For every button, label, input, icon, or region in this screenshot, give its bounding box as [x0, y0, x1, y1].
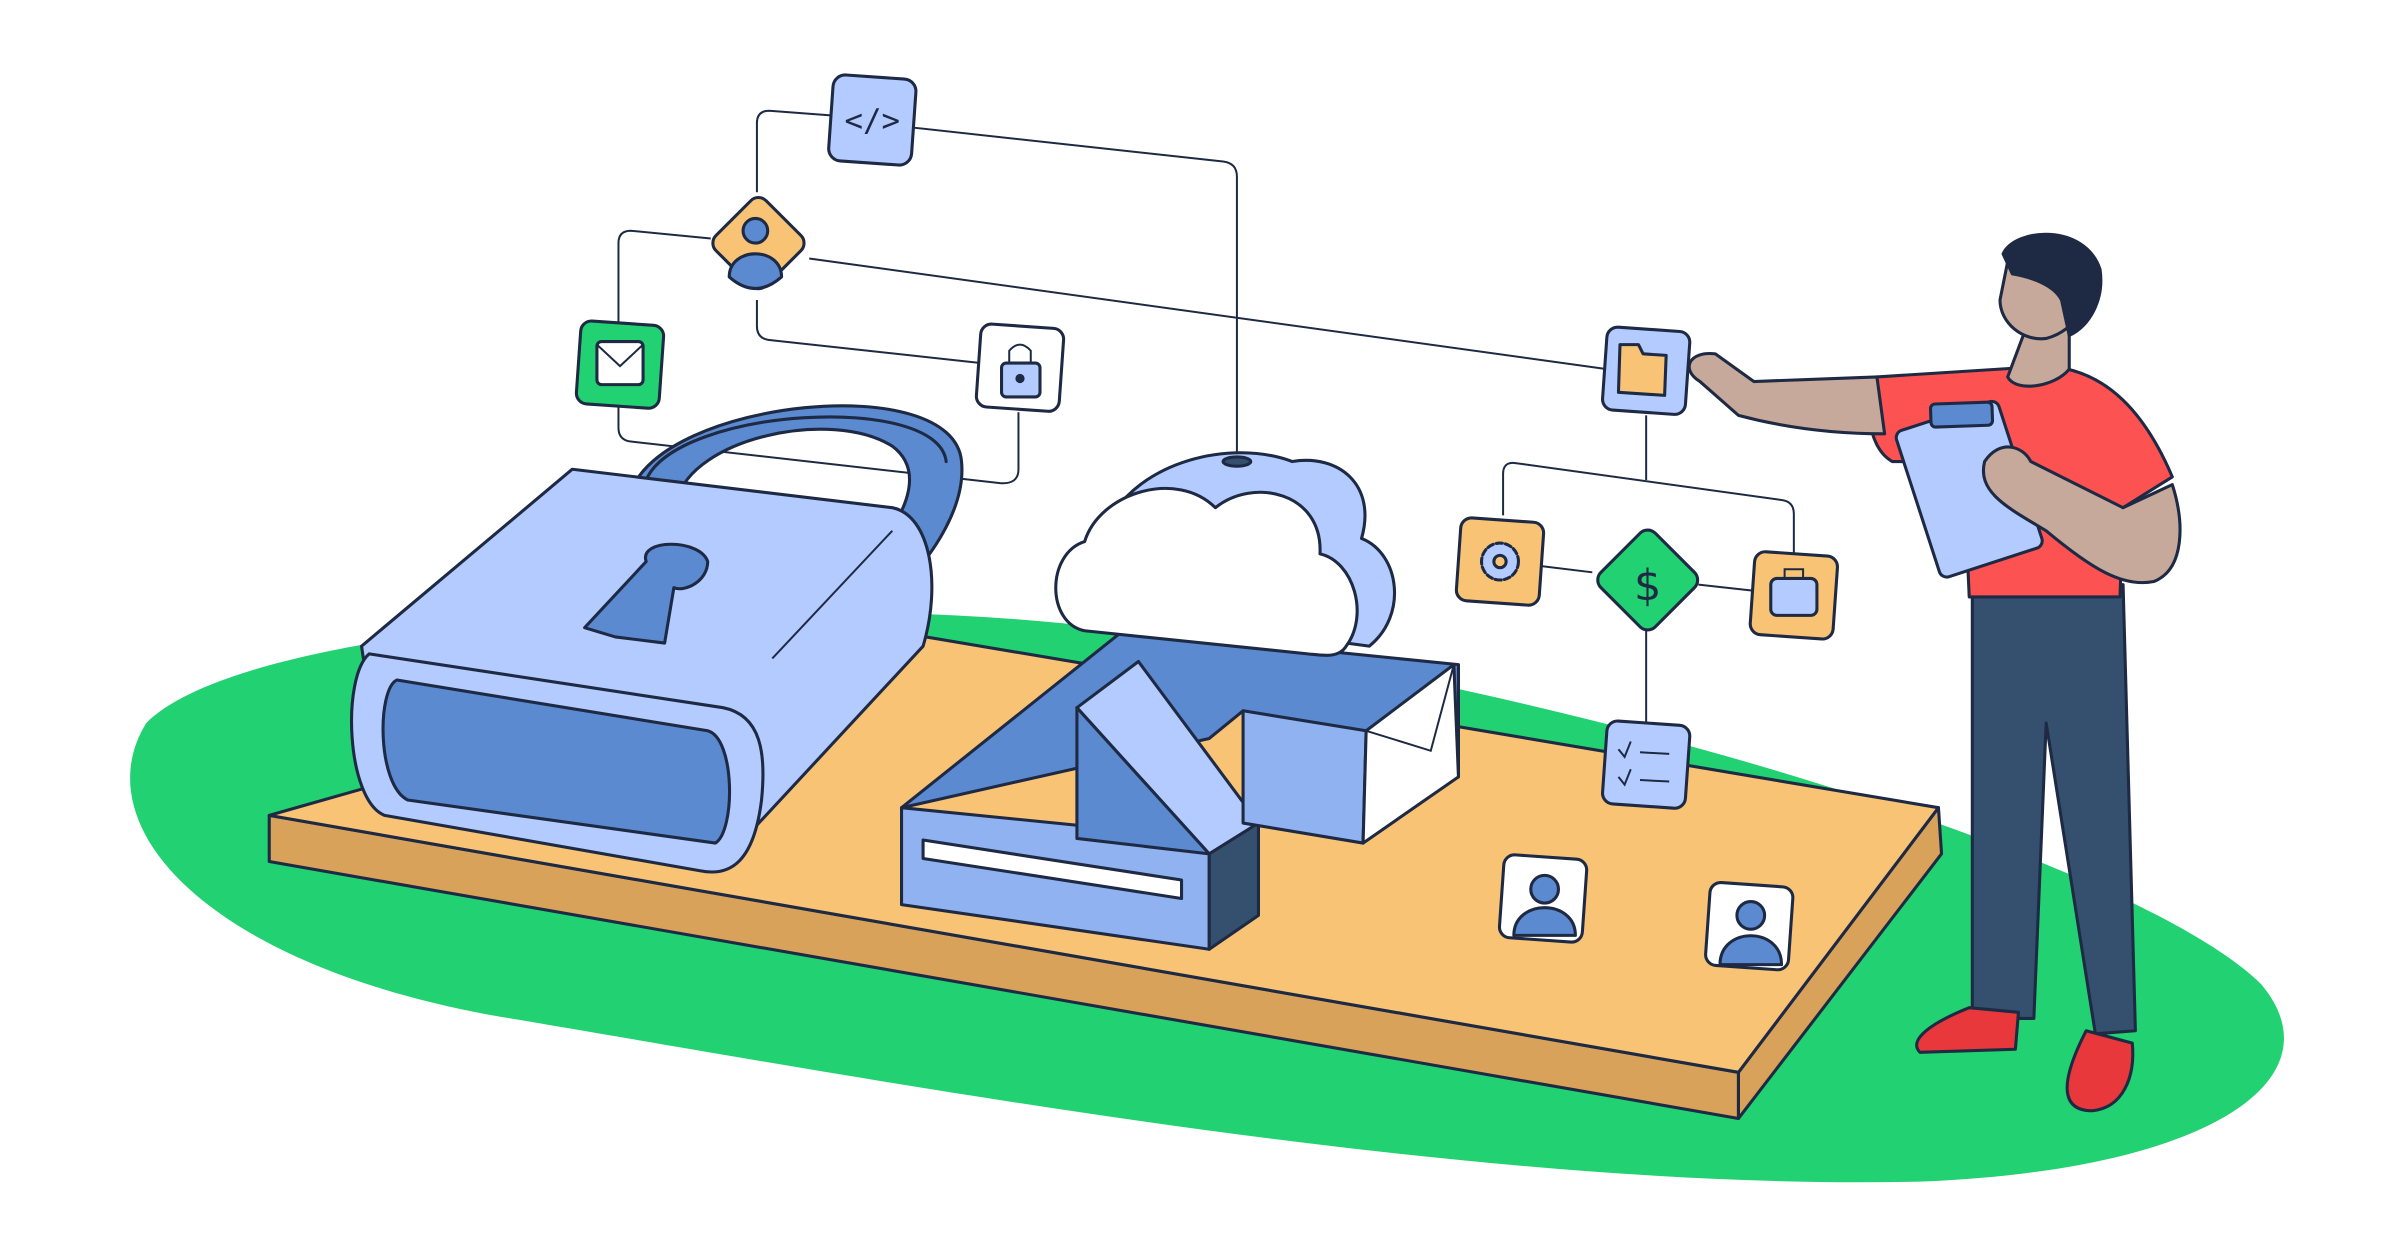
- user-icon: [727, 216, 784, 290]
- dollar-icon: $: [1634, 561, 1661, 611]
- person-with-clipboard: [1687, 232, 2182, 1113]
- user-node-right[interactable]: [1704, 881, 1795, 972]
- envelope-block: [1361, 663, 1460, 845]
- user-icon: [1718, 900, 1784, 967]
- dollar-node-diamond[interactable]: $: [1593, 526, 1702, 635]
- hair: [2001, 232, 2103, 337]
- user-node-left[interactable]: [1497, 853, 1589, 944]
- briefcase-node[interactable]: [1748, 550, 1839, 641]
- cloud: [1054, 451, 1397, 657]
- briefcase-icon: [1769, 576, 1819, 617]
- lock-node[interactable]: [974, 322, 1066, 413]
- user-node-diamond[interactable]: [708, 193, 808, 293]
- server-blocks: [900, 629, 1460, 951]
- keyhole-icon: [583, 542, 710, 645]
- user-icon: [1512, 873, 1577, 937]
- folder-node[interactable]: [1601, 325, 1692, 416]
- left-shoe: [1915, 1006, 2020, 1054]
- right-arm: [1687, 352, 1887, 436]
- checklist-icon: [1617, 741, 1670, 787]
- cloud-front: [1054, 486, 1359, 657]
- checklist-node[interactable]: [1601, 719, 1692, 810]
- code-icon: </>: [845, 103, 901, 139]
- left-arm: [1981, 445, 2182, 585]
- code-node[interactable]: </>: [827, 73, 918, 167]
- gear-node[interactable]: [1454, 516, 1546, 607]
- right-shoe: [2065, 1029, 2135, 1113]
- mail-icon: [595, 340, 645, 387]
- lock-icon: [1008, 343, 1032, 364]
- folder-icon: [1616, 343, 1668, 397]
- padlock: [350, 404, 964, 874]
- mail-node[interactable]: [574, 319, 666, 410]
